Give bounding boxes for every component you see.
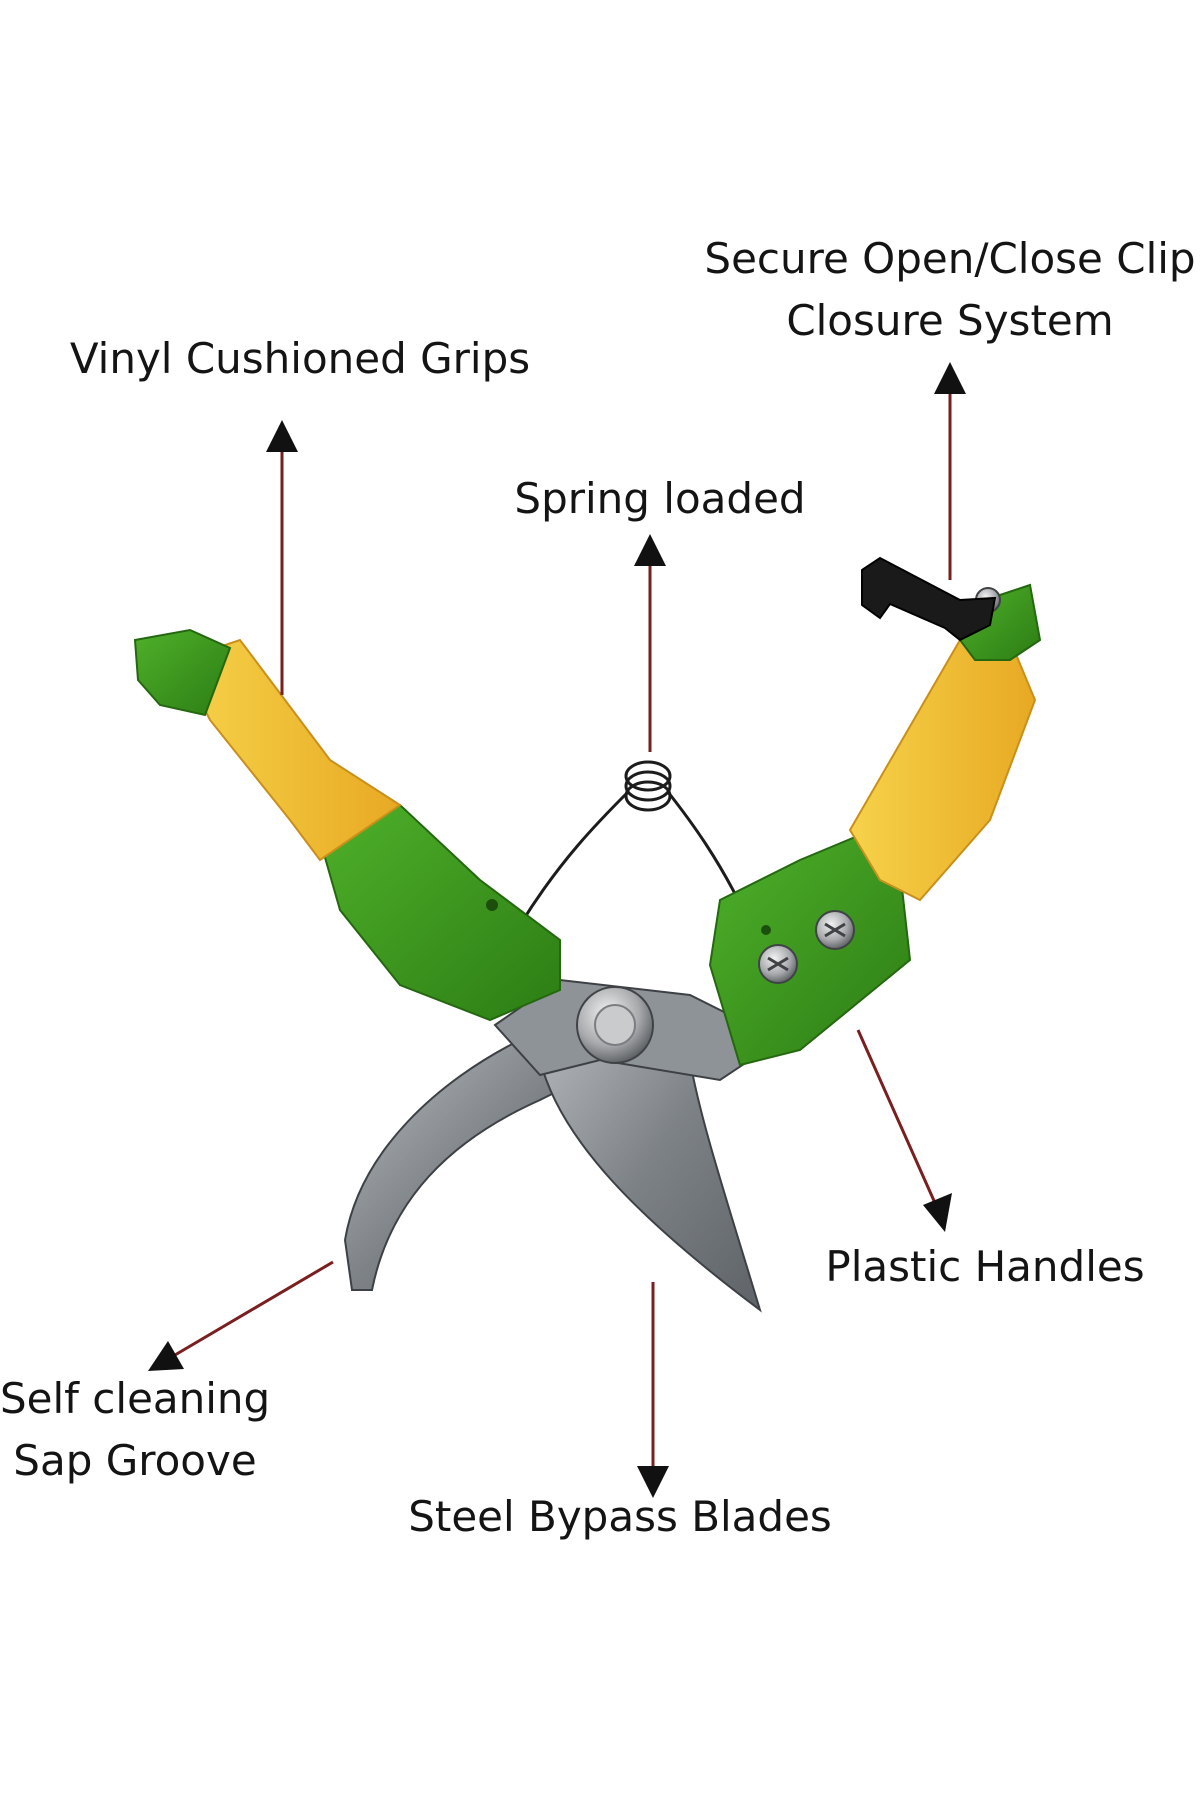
clip-closure-label: Secure Open/Close Clip Closure System <box>700 228 1200 352</box>
pivot-bolt <box>576 986 654 1064</box>
vinyl-grips-label: Vinyl Cushioned Grips <box>69 334 531 383</box>
spring <box>518 760 750 926</box>
steel-blades-label: Steel Bypass Blades <box>408 1492 832 1541</box>
clip-closure-label-line2: Closure System <box>786 296 1114 345</box>
sap-groove-label: Self cleaning Sap Groove <box>0 1368 270 1492</box>
left-grip <box>178 638 402 862</box>
clip-closure-label-line1: Secure Open/Close Clip <box>704 234 1196 283</box>
cutting-blade <box>538 1008 762 1313</box>
plastic-handles-label: Plastic Handles <box>825 1242 1145 1291</box>
right-grip <box>848 639 1037 902</box>
annotation-arrows <box>148 362 966 1498</box>
spring-loaded-label: Spring loaded <box>514 474 806 523</box>
sap-groove-label-line2: Sap Groove <box>13 1436 257 1485</box>
closure-clip <box>861 556 997 642</box>
left-tip <box>133 628 232 717</box>
left-handle-hole <box>486 899 498 911</box>
left-handle <box>318 803 561 1022</box>
sap-groove-label-line1: Self cleaning <box>0 1374 271 1423</box>
